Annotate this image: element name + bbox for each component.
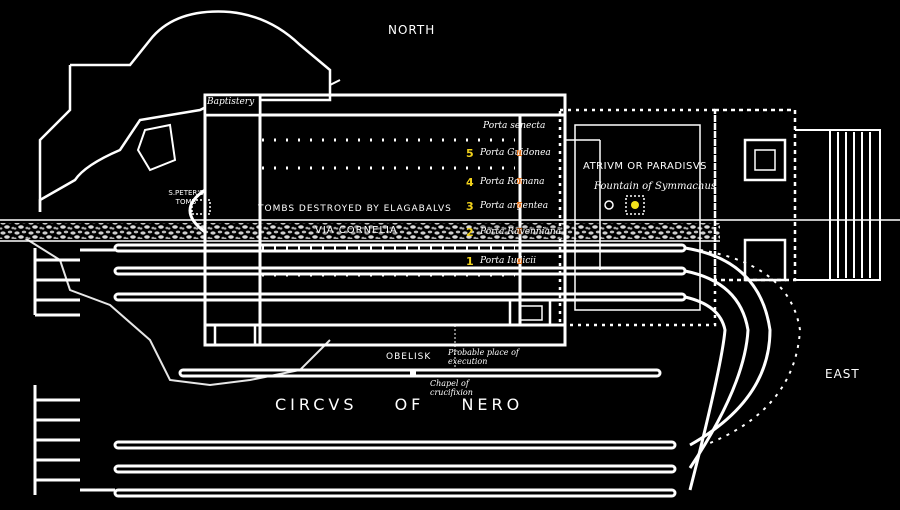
door-name: Porta Guidonea <box>480 148 551 158</box>
door-name: Porta Ravenniana <box>480 227 562 237</box>
via-cornelia-label: VIA CORNELIA <box>315 225 398 236</box>
north-label: NORTH <box>388 23 436 37</box>
door-number: 3 <box>466 200 474 213</box>
fountain-mark <box>631 201 639 209</box>
probable-place-label: Probable place of execution <box>448 348 519 366</box>
door-item: Porta Romana <box>480 178 545 187</box>
door-number: 2 <box>466 226 474 239</box>
atrium-outline <box>558 108 717 327</box>
door-name: Porta argentea <box>480 201 549 211</box>
circus-label: CIRCVS OF NERO <box>275 395 524 414</box>
door-item: Porta argentea <box>480 202 548 211</box>
obelisk-label: OBELISK <box>386 352 432 362</box>
tombs-destroyed-label: TOMBS DESTROYED BY ELAGABALVS <box>258 204 452 214</box>
baptistery-label: Baptistery <box>207 97 255 107</box>
door-name: Porta Romana <box>480 177 545 187</box>
door-item: Porta Ravenniana <box>480 228 561 237</box>
door-item: Porta Guidonea <box>480 149 551 158</box>
door-item: Porta Iudicii <box>480 257 536 266</box>
st-peters-tomb-label: S.PETER'S TOMB <box>168 189 204 207</box>
nave-outline <box>203 93 567 347</box>
door-name: Porta Iudicii <box>480 256 537 266</box>
door-number: 1 <box>466 255 474 268</box>
door-number: 4 <box>466 176 474 189</box>
chapel-label: Chapel of crucifixion <box>430 379 473 397</box>
east-label: EAST <box>825 367 860 381</box>
atrium-label: ATRIVM OR PARADISVS <box>583 161 708 172</box>
site-boundary <box>38 10 332 212</box>
door-number: 5 <box>466 147 474 160</box>
door-item: Porta senecta <box>483 122 545 131</box>
fountain-ring-mark <box>604 200 614 210</box>
door-name: Porta senecta <box>483 121 546 131</box>
fountain-label: Fountain of Symmachus <box>594 181 717 192</box>
